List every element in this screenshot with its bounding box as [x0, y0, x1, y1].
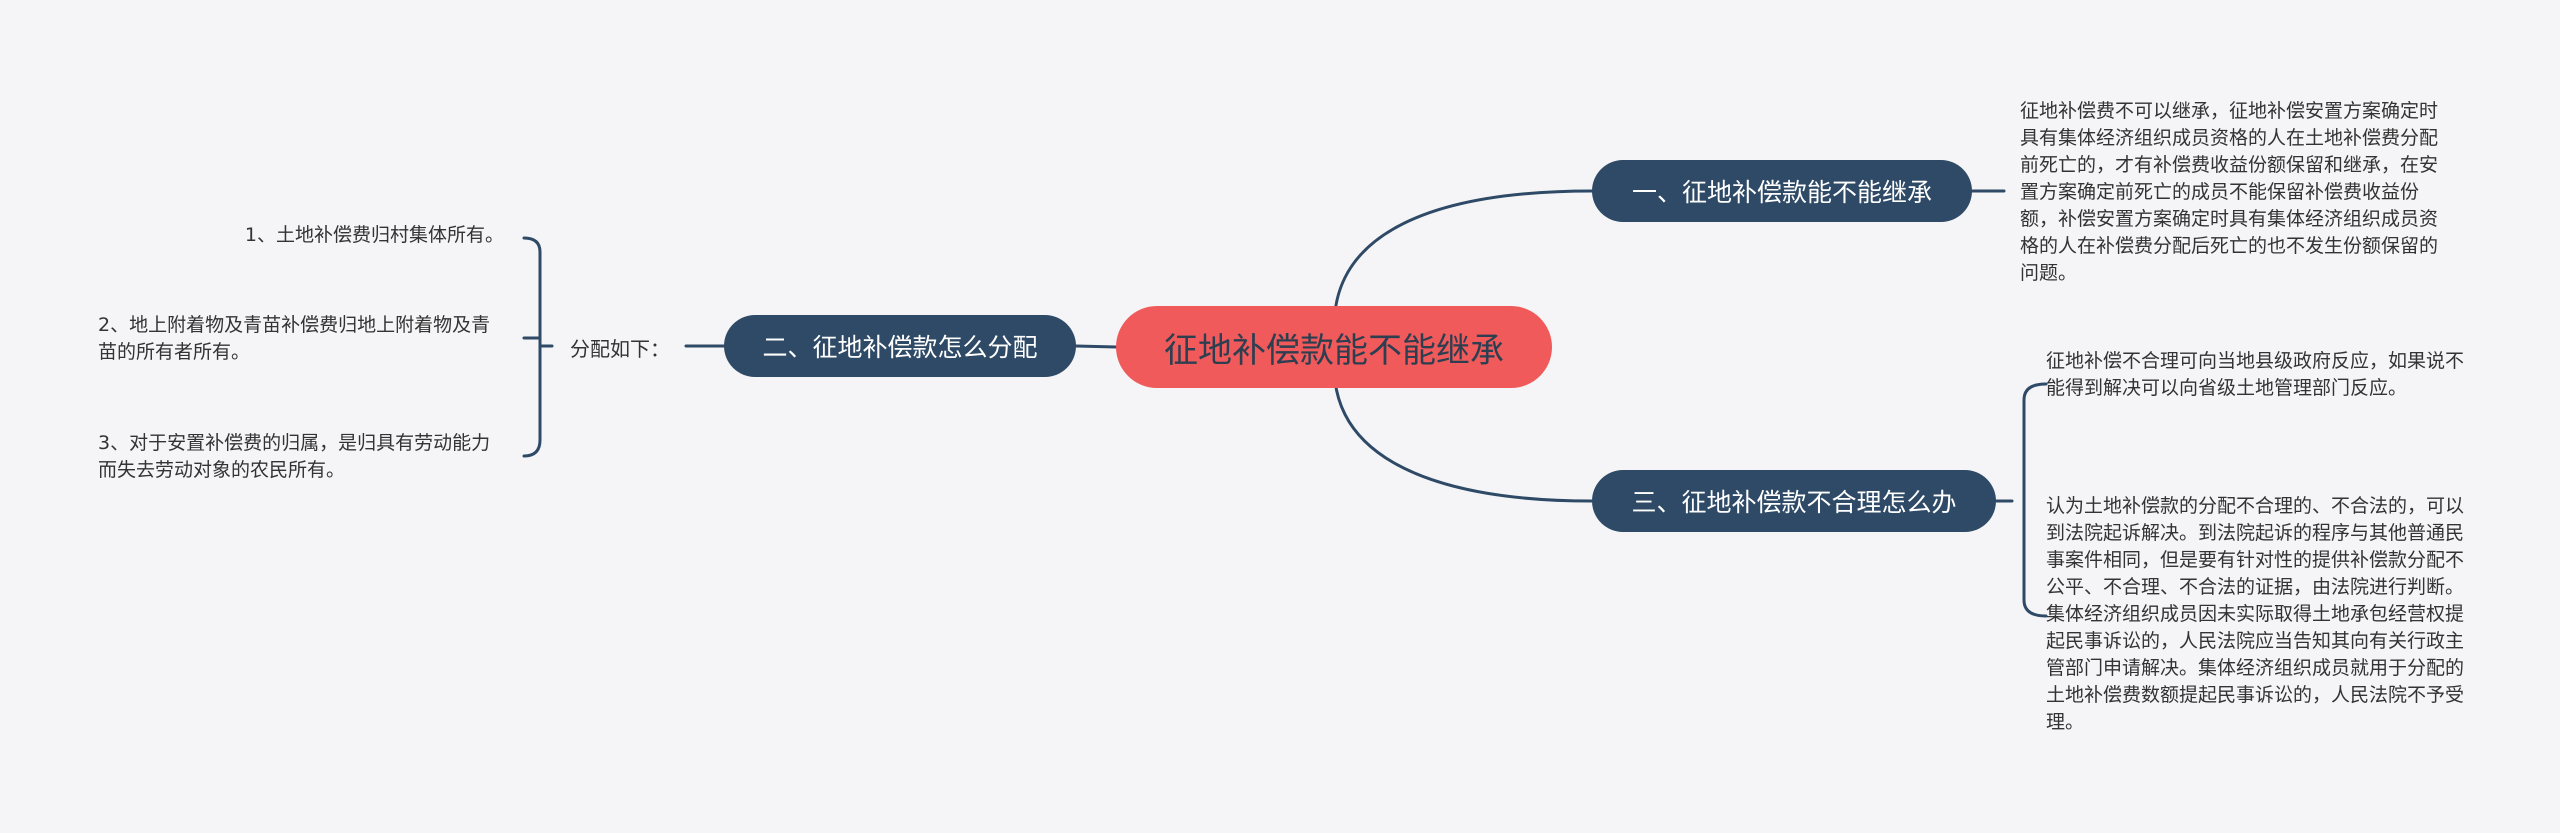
unreasonable-note-2: 认为土地补偿款的分配不合理的、不合法的，可以到法院起诉解决。到法院起诉的程序与其…: [2046, 495, 2465, 733]
branch-node-unreasonable[interactable]: 三、征地补偿款不合理怎么办: [1592, 470, 1996, 532]
branch-node-inheritance[interactable]: 一、征地补偿款能不能继承: [1592, 160, 1972, 222]
unreasonable-note-1: 征地补偿不合理可向当地县级政府反应，如果说不能得到解决可以向省级土地管理部门反应…: [2046, 350, 2465, 399]
branch-label: 一、征地补偿款能不能继承: [1631, 178, 1932, 207]
bracket-b2-items: [522, 236, 554, 458]
distribution-item-2: 2、地上附着物及青苗补偿费归地上附着物及青苗的所有者所有。: [98, 314, 491, 363]
branch-node-distribution[interactable]: 二、征地补偿款怎么分配: [724, 315, 1076, 377]
root-label: 征地补偿款能不能继承: [1164, 330, 1504, 371]
link-root-b2: [1074, 344, 1118, 349]
distribution-sublabel: 分配如下：: [570, 337, 670, 361]
branch-label: 三、征地补偿款不合理怎么办: [1631, 488, 1957, 517]
branch-label: 二、征地补偿款怎么分配: [762, 333, 1038, 362]
distribution-item-3: 3、对于安置补偿费的归属，是归具有劳动能力而失去劳动对象的农民所有。: [98, 432, 491, 481]
root-node[interactable]: 征地补偿款能不能继承: [1116, 306, 1552, 388]
inheritance-note: 征地补偿费不可以继承，征地补偿安置方案确定时具有集体经济组织成员资格的人在土地补…: [2020, 100, 2439, 284]
bracket-b3-notes: [2022, 382, 2048, 618]
distribution-item-1: 1、土地补偿费归村集体所有。: [244, 224, 504, 246]
